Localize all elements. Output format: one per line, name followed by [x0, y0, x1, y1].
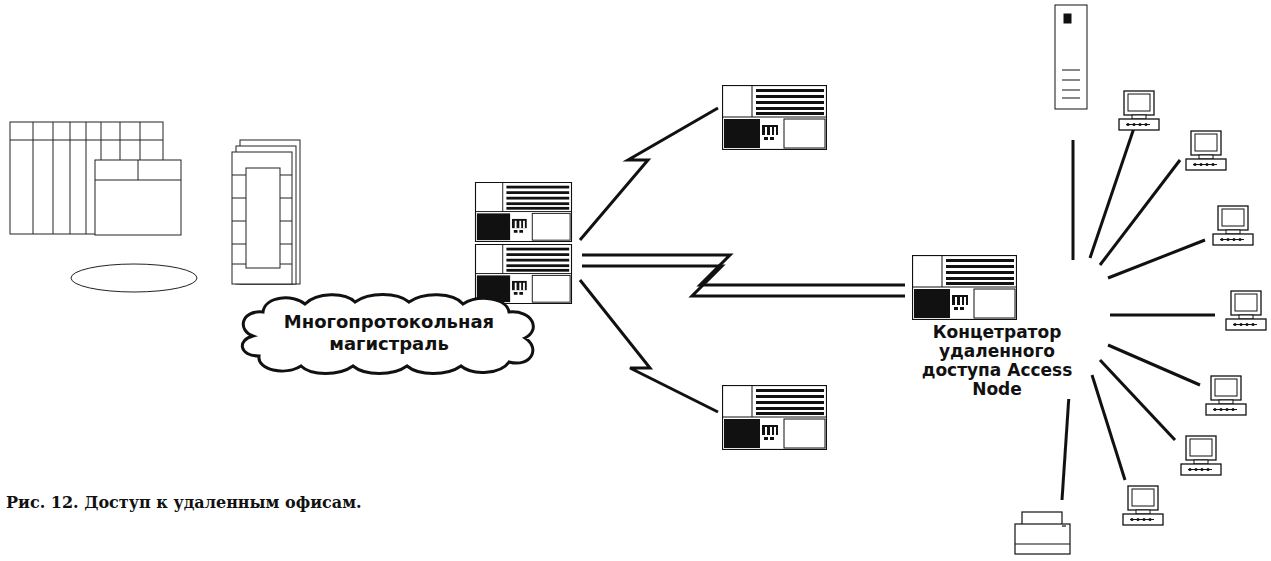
backbone-cloud: Многопротокольная магистраль — [233, 290, 545, 376]
access-node-device — [912, 255, 1017, 320]
cloud-label: Многопротокольная магистраль — [233, 311, 545, 355]
access-node: Концетратор удаленного доступа Access No… — [905, 255, 1095, 399]
figure-caption: Рис. 12. Доступ к удаленным офисам. — [6, 493, 362, 512]
device-caption: Концетратор удаленного доступа Access No… — [905, 323, 1089, 399]
